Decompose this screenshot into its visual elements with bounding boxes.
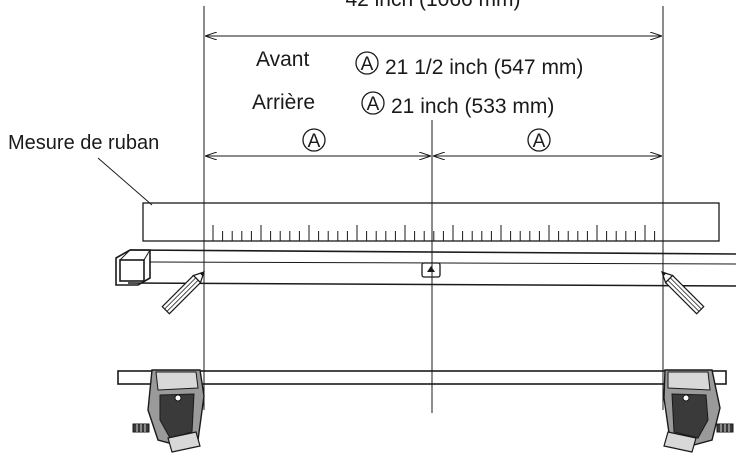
front-circled-a-icon: A — [355, 51, 379, 75]
tape-measure-label: Mesure de ruban — [8, 132, 159, 154]
rear-circled-a-icon: A — [361, 91, 385, 115]
rear-label: Arrière — [252, 91, 315, 114]
right-foot-icon — [663, 369, 734, 453]
reference-lines — [203, 6, 664, 413]
crossbar-end-profile — [115, 249, 151, 286]
front-value: 21 1/2 inch (547 mm) — [385, 56, 583, 79]
svg-text:A: A — [533, 131, 546, 152]
svg-text:A: A — [308, 131, 321, 152]
half-dimensions: A A — [205, 128, 662, 156]
svg-text:A: A — [361, 54, 374, 75]
front-label: Avant — [256, 48, 309, 71]
total-dimension: 42 inch (1066 mm) — [205, 0, 662, 36]
right-pencil-icon — [661, 271, 705, 315]
left-half-circled-a-icon: A — [302, 128, 326, 152]
rear-value: 21 inch (533 mm) — [391, 95, 554, 118]
tape-measure-body — [142, 202, 720, 242]
total-dimension-text: 42 inch (1066 mm) — [345, 0, 520, 11]
svg-text:A: A — [367, 94, 380, 115]
tape-measure — [142, 202, 720, 242]
crossbar — [115, 249, 737, 287]
left-foot-icon — [132, 369, 205, 453]
left-pencil-icon — [161, 271, 205, 315]
right-half-circled-a-icon: A — [527, 128, 551, 152]
left-foot-bolt-icon — [132, 423, 150, 433]
center-mark-icon — [421, 262, 441, 278]
tape-measure-leader-line — [97, 157, 153, 206]
lower-crossbar — [117, 370, 727, 385]
tape-measure-callout: Mesure de ruban — [8, 132, 159, 206]
tape-measure-ticks — [212, 225, 656, 241]
dimension-legend: Avant A 21 1/2 inch (547 mm) Arrière A 2… — [252, 48, 583, 118]
right-foot-bolt-icon — [716, 423, 734, 433]
